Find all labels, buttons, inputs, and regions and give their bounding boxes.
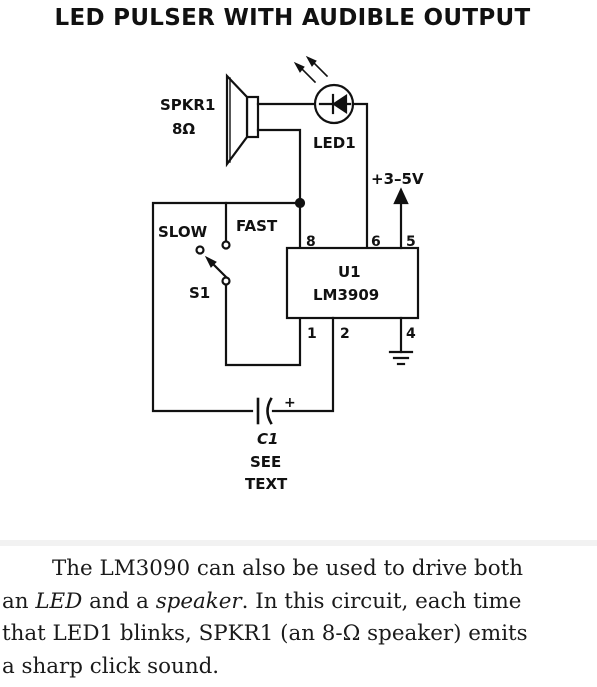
caption-italic-speaker: speaker [155, 588, 242, 614]
switch-fast-label: FAST [236, 217, 278, 235]
switch-slow-label: SLOW [158, 223, 208, 241]
switch-name-label: S1 [189, 284, 210, 302]
pin-6-label: 6 [371, 234, 381, 250]
supply-arrow [393, 187, 409, 205]
speaker-symbol [225, 73, 260, 168]
caption-text: and a [82, 588, 156, 614]
ic-part-label: LM3909 [313, 286, 379, 304]
caption-line-1: The LM3090 can also be used to drive bot… [52, 556, 523, 581]
caption-line-2: an LED and a speaker. In this circuit, e… [2, 586, 594, 619]
switch-contact-slow [195, 245, 205, 255]
pin-2-label: 2 [340, 326, 350, 342]
ground-symbol [388, 350, 414, 366]
led-label: LED1 [313, 134, 356, 152]
pin-8-label: 8 [306, 234, 316, 250]
pin-1-label: 1 [307, 326, 317, 342]
caption-paragraph: The LM3090 can also be used to drive bot… [2, 553, 594, 683]
spkr-value-label: 8Ω [172, 120, 195, 138]
spkr-label: SPKR1 [160, 96, 215, 114]
cap-polarity-label: + [284, 395, 296, 411]
cap-note-see: SEE [250, 453, 281, 471]
caption-text: an [2, 588, 36, 614]
wire-led-pin6 [351, 102, 369, 250]
switch-contact-fast [221, 240, 231, 250]
caption-text: . In this circuit, each time [241, 588, 522, 614]
wire-pin2-cap [271, 316, 335, 413]
cap-note-text: TEXT [245, 475, 288, 493]
caption-italic-led: LED [35, 588, 83, 614]
wire-switch-pin1 [224, 283, 302, 367]
schematic-figure: LED PULSER WITH AUDIBLE OUTPUT [54, 5, 531, 493]
cap-name-label: C1 [257, 430, 278, 448]
pin-5-label: 5 [406, 234, 416, 250]
supply-label: +3–5V [371, 170, 424, 188]
figure-title: LED PULSER WITH AUDIBLE OUTPUT [54, 5, 531, 31]
caption-line-4: a sharp click sound. [2, 653, 220, 679]
led-symbol [293, 55, 355, 125]
ic-body [285, 246, 420, 320]
capacitor-symbol [256, 397, 273, 425]
ic-ref-label: U1 [338, 263, 361, 281]
pin-4-label: 4 [406, 326, 416, 342]
circuit-diagram: SPKR1 8Ω LED1 +3–5V SLOW FAST S1 8 6 5 U… [151, 55, 424, 493]
caption-line-3: that LED1 blinks, SPKR1 (an 8-Ω speaker)… [2, 621, 528, 646]
wire-spkr-pin8 [256, 128, 302, 250]
section-divider [0, 540, 597, 546]
switch-contact-common [221, 276, 231, 286]
